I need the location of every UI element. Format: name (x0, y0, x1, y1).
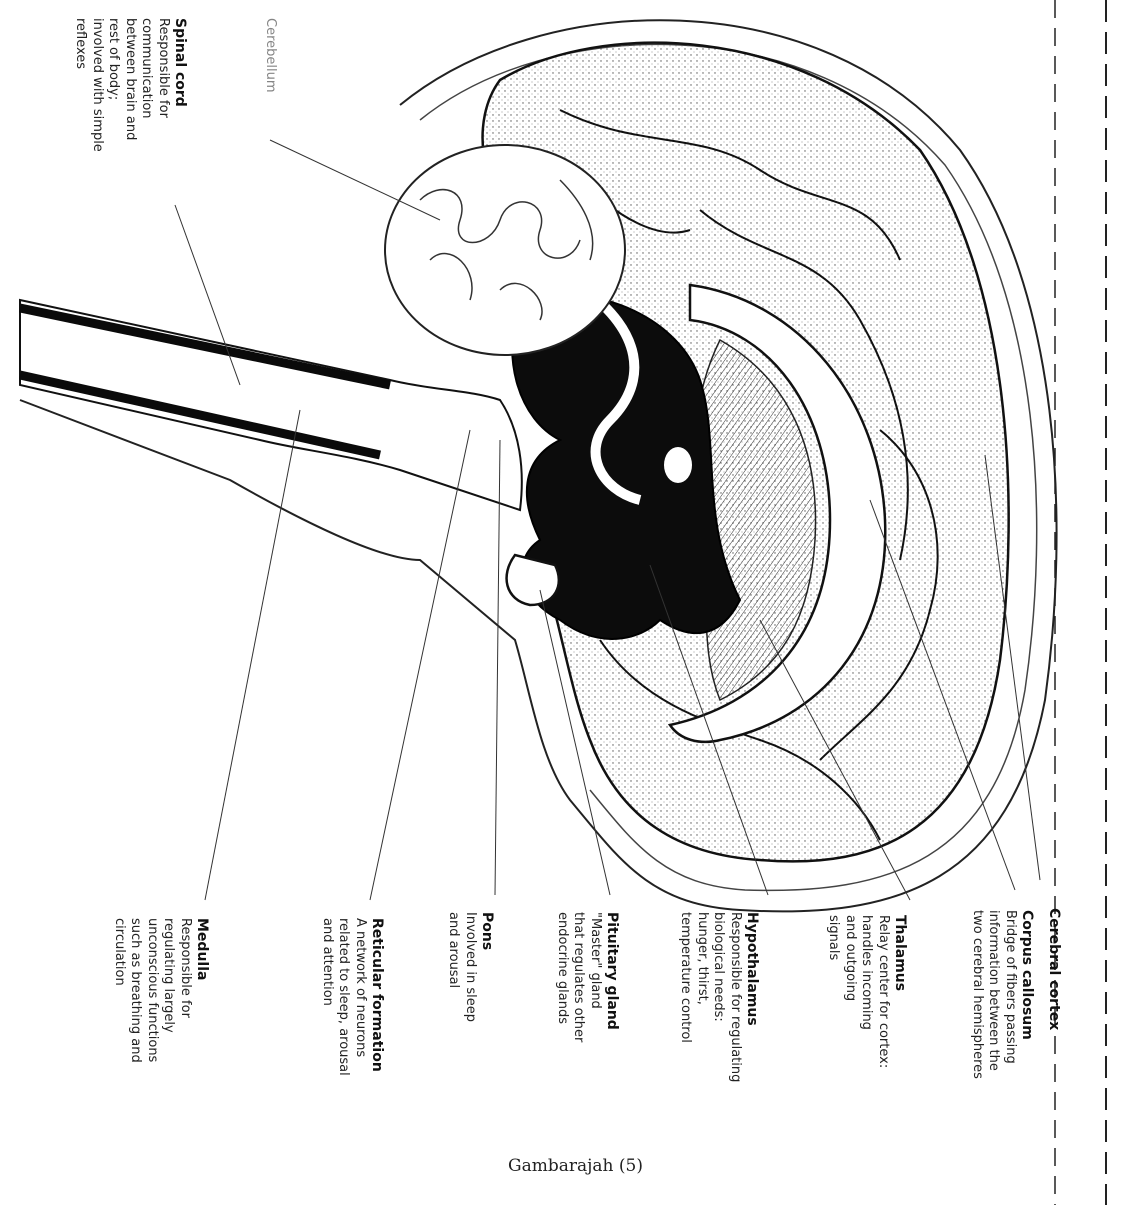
corpus-callosum-desc-line: Bridge of fibers passing (1002, 910, 1019, 1079)
spinal-cord-desc-line: involved with simple (89, 18, 106, 152)
medulla-desc-line: Responsible for (177, 918, 194, 1063)
label-reticular-formation: Reticular formation A network of neurons… (319, 918, 386, 1076)
reticular-formation-desc-line: A network of neurons (352, 918, 369, 1076)
hypothalamus-desc-line: temperature control (677, 912, 694, 1082)
label-spinal-cord: Spinal cord Responsible for communicatio… (72, 18, 188, 152)
label-cerebral-cortex: Cerebral cortex (1045, 908, 1062, 1030)
spinal-cord-desc-line: rest of body; (105, 18, 122, 152)
spinal-cord-desc-line: reflexes (72, 18, 89, 152)
medulla-desc-line: such as breathing and (127, 918, 144, 1063)
corpus-callosum-title: Corpus callosum (1018, 910, 1035, 1079)
label-corpus-callosum: Corpus callosum Bridge of fibers passing… (969, 910, 1036, 1079)
ventricle-highlight (664, 447, 692, 483)
thalamus-desc-line: handles incoming (858, 915, 875, 1068)
reticular-formation-title: Reticular formation (368, 918, 385, 1076)
label-cerebellum: Cerebellum (262, 18, 279, 93)
figure-caption: Gambarajah (5) (508, 1156, 643, 1176)
corpus-callosum-desc-line: information between the (985, 910, 1002, 1079)
spinal-cord-desc-line: between brain and (122, 18, 139, 152)
label-hypothalamus: Hypothalamus Responsible for regulating … (677, 912, 760, 1082)
pons-desc-line: and arousal (445, 912, 462, 1022)
thalamus-title: Thalamus (891, 915, 908, 1068)
reticular-formation-desc-line: related to sleep, arousal (335, 918, 352, 1076)
reticular-formation-desc-line: and attention (319, 918, 336, 1076)
hypothalamus-title: Hypothalamus (743, 912, 760, 1082)
pituitary-gland-desc-line: "Master" gland (587, 912, 604, 1042)
hypothalamus-desc-line: Responsible for regulating (727, 912, 744, 1082)
label-pons: Pons Involved in sleep and arousal (445, 912, 495, 1022)
medulla-title: Medulla (193, 918, 210, 1063)
thalamus-desc-line: signals (825, 915, 842, 1068)
pons-title: Pons (478, 912, 495, 1022)
thalamus-desc-line: and outgoing (842, 915, 859, 1068)
thalamus-desc-line: Relay center for cortex: (875, 915, 892, 1068)
corpus-callosum-desc-line: two cerebral hemispheres (969, 910, 986, 1079)
pons-desc-line: Involved in sleep (462, 912, 479, 1022)
pituitary-gland-desc-line: that regulates other (570, 912, 587, 1042)
label-medulla: Medulla Responsible for regulating large… (111, 918, 211, 1063)
medulla-desc-line: circulation (111, 918, 128, 1063)
spinal-cord-title: Spinal cord (171, 18, 188, 152)
spinal-cord-desc-line: communication (138, 18, 155, 152)
cerebellum (385, 145, 625, 355)
spinal-cord-desc-line: Responsible for (155, 18, 172, 152)
label-pituitary-gland: Pituitary gland "Master" gland that regu… (554, 912, 621, 1042)
medulla-desc-line: unconscious functions (144, 918, 161, 1063)
cerebellum-title: Cerebellum (262, 18, 279, 93)
leader-line (370, 430, 470, 900)
medulla-desc-line: regulating largely (160, 918, 177, 1063)
label-thalamus: Thalamus Relay center for cortex: handle… (825, 915, 908, 1068)
cerebral-cortex-title: Cerebral cortex (1045, 908, 1062, 1030)
leader-line (205, 410, 300, 900)
leader-line (495, 440, 500, 895)
pituitary-gland-title: Pituitary gland (603, 912, 620, 1042)
pituitary-gland-desc-line: endocrine glands (554, 912, 571, 1042)
hypothalamus-desc-line: biological needs: (710, 912, 727, 1082)
hypothalamus-desc-line: hunger, thirst, (694, 912, 711, 1082)
